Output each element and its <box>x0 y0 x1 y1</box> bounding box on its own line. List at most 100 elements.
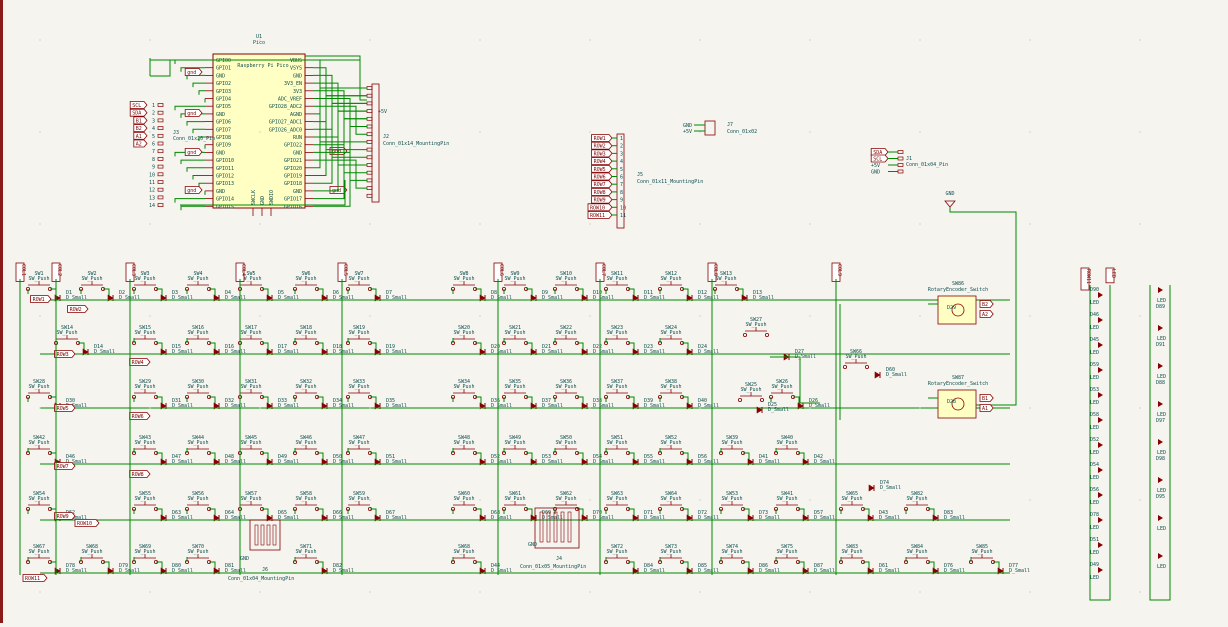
switch-value: SW_Push <box>295 549 316 555</box>
mcu-body <box>212 53 306 209</box>
led-right-ref: D95 <box>1156 494 1165 500</box>
mcu-right-wire <box>313 87 367 169</box>
mcu-left-wire <box>198 90 205 95</box>
diode: D8D_Small <box>479 290 512 302</box>
diode-value: D_Small <box>814 515 835 521</box>
led-right-value: LED <box>1157 450 1166 456</box>
encoder-pin-label-text: B1 <box>982 396 988 402</box>
diode-ref: D64 <box>225 510 234 516</box>
switch-ref: SW3 <box>140 271 149 277</box>
diode: D9D_Small <box>530 290 563 302</box>
switch-value: SW_Push <box>841 549 862 555</box>
diode-ref: D67 <box>386 510 395 516</box>
diode-value: D_Small <box>66 515 87 521</box>
diode-value: D_Small <box>172 459 193 465</box>
switch-value: SW_Push <box>187 440 208 446</box>
led-left <box>1098 542 1103 548</box>
switch-ref: SW25 <box>745 382 757 388</box>
grid-mark <box>919 499 921 501</box>
led-left-value: LED <box>1090 400 1099 406</box>
switch-to-diode-wire <box>682 342 689 352</box>
switch-contact <box>743 332 748 337</box>
switch-value: SW_Push <box>606 384 627 390</box>
row-label-10-text: ROW10 <box>77 521 92 527</box>
led-right-value: LED <box>1157 564 1166 570</box>
switch-ref: SW24 <box>665 325 677 331</box>
switch-ref: SW31 <box>245 379 257 385</box>
grid-mark <box>39 39 41 41</box>
grid-mark <box>479 499 481 501</box>
j4-gnd: GND <box>528 542 537 548</box>
mcu-right-wire <box>313 110 367 192</box>
switch-value: SW_Push <box>295 384 316 390</box>
switch-to-diode-wire <box>743 452 750 462</box>
diode-ref: D31 <box>172 398 181 404</box>
col-label-3-text: COL3 <box>130 264 136 276</box>
net-label-scl <box>129 101 148 109</box>
switch-ref: SW33 <box>353 379 365 385</box>
col-label-5-text: COL5 <box>342 264 348 276</box>
grid-mark <box>1139 223 1141 225</box>
diode-value: D_Small <box>333 295 354 301</box>
switch-value: SW_Push <box>453 330 474 336</box>
switch-to-diode-wire <box>798 561 805 571</box>
switch-to-diode-wire <box>577 288 584 298</box>
diode-ref: D52 <box>491 454 500 460</box>
diode-value: D_Small <box>542 459 563 465</box>
grid-mark <box>589 39 591 41</box>
j5-pin-num: 5 <box>620 167 623 173</box>
col-label-9-text: COL9 <box>836 264 842 276</box>
diode-ref: D77 <box>1009 563 1018 569</box>
diode-value: D_Small <box>386 295 407 301</box>
switch-value: SW_Push <box>240 384 261 390</box>
j5-pin-num: 7 <box>620 182 623 188</box>
switch-ref: SW26 <box>776 379 788 385</box>
j2-ref: J2 <box>383 134 389 140</box>
grid-mark <box>479 39 481 41</box>
grid-mark <box>39 591 41 593</box>
gnd-tag <box>184 109 203 117</box>
mcu-pin-label-right: GPIO17 <box>284 197 302 203</box>
grid-mark <box>1029 39 1031 41</box>
led-right-value: LED <box>1157 374 1166 380</box>
switch-contact <box>843 364 848 369</box>
grid-mark <box>1029 131 1031 133</box>
encoder-value: RotaryEncoder_Switch <box>928 381 988 387</box>
switch-ref: SW56 <box>192 491 204 497</box>
mcu-pin-label-right: GPIO20 <box>284 166 302 172</box>
j1-pin <box>897 150 904 154</box>
switch-to-diode-wire <box>798 452 805 462</box>
encoder-diode-ref: D29 <box>947 305 956 311</box>
diode-value: D_Small <box>698 515 719 521</box>
switch-value: SW_Push <box>453 384 474 390</box>
encoder-diode-ref: D28 <box>947 399 956 405</box>
mcu-pin-label-left: GPIO10 <box>216 158 234 164</box>
switch-to-diode-wire <box>682 452 689 462</box>
switch-value: SW_Push <box>28 384 49 390</box>
j5-pin-num: 3 <box>620 151 623 157</box>
diode-value: D_Small <box>644 515 665 521</box>
j3-value: Conn_01x20_Pin <box>173 136 215 142</box>
switch-value: SW_Push <box>348 276 369 282</box>
grid-mark <box>369 39 371 41</box>
diode-ref: D44 <box>491 563 500 569</box>
led-left-ref: D56 <box>1090 487 1099 493</box>
col-label-4-text: COL4 <box>240 264 246 276</box>
